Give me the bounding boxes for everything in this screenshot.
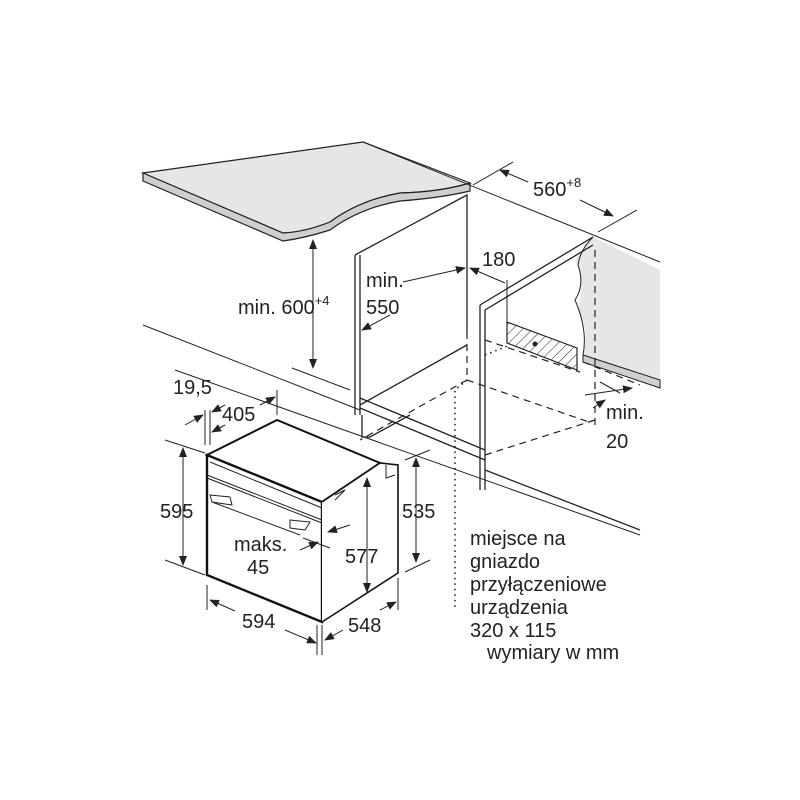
units-note: wymiary w mm [486, 642, 619, 664]
socket-note: miejsce na gniazdo przyłączeniowe urządz… [470, 528, 607, 642]
right-cabinet [359, 236, 641, 610]
dimension-lines [164, 161, 638, 655]
inner-height-label: 577 [345, 546, 378, 568]
niche-height-label: min. 600+4 [238, 293, 330, 319]
handle-projection-label-2: 45 [247, 557, 269, 579]
left-cabinet [354, 193, 486, 461]
niche-depth-label-1: min. [366, 270, 404, 292]
wall-line [362, 141, 661, 263]
floor-line-front [174, 369, 641, 536]
niche-width-label: 560+8 [533, 175, 581, 201]
side-gap-label-2: 20 [606, 431, 628, 453]
top-depth-label: 405 [222, 404, 255, 426]
countertop [140, 141, 472, 242]
socket-area [506, 321, 578, 371]
socket-note-line: gniazdo [470, 551, 540, 573]
socket-offset-label: 180 [482, 249, 515, 271]
socket-note-line: 320 x 115 [470, 620, 556, 642]
oven [204, 418, 399, 624]
floor-line [142, 324, 361, 411]
handle-projection-label-1: maks. [234, 534, 287, 556]
oven-width-label: 594 [242, 611, 275, 633]
socket-note-line: miejsce na [470, 528, 566, 550]
socket-note-line: urządzenia [470, 597, 569, 619]
niche-depth-label-2: 550 [366, 297, 399, 319]
side-gap-label-1: min. [606, 402, 644, 424]
socket-note-line: przyłączeniowe [470, 574, 607, 596]
body-height-label: 535 [402, 501, 435, 523]
front-panel-depth-label: 19,5 [173, 377, 212, 399]
oven-depth-label: 548 [348, 615, 381, 637]
countertop-right [574, 236, 661, 389]
oven-height-label: 595 [160, 501, 193, 523]
